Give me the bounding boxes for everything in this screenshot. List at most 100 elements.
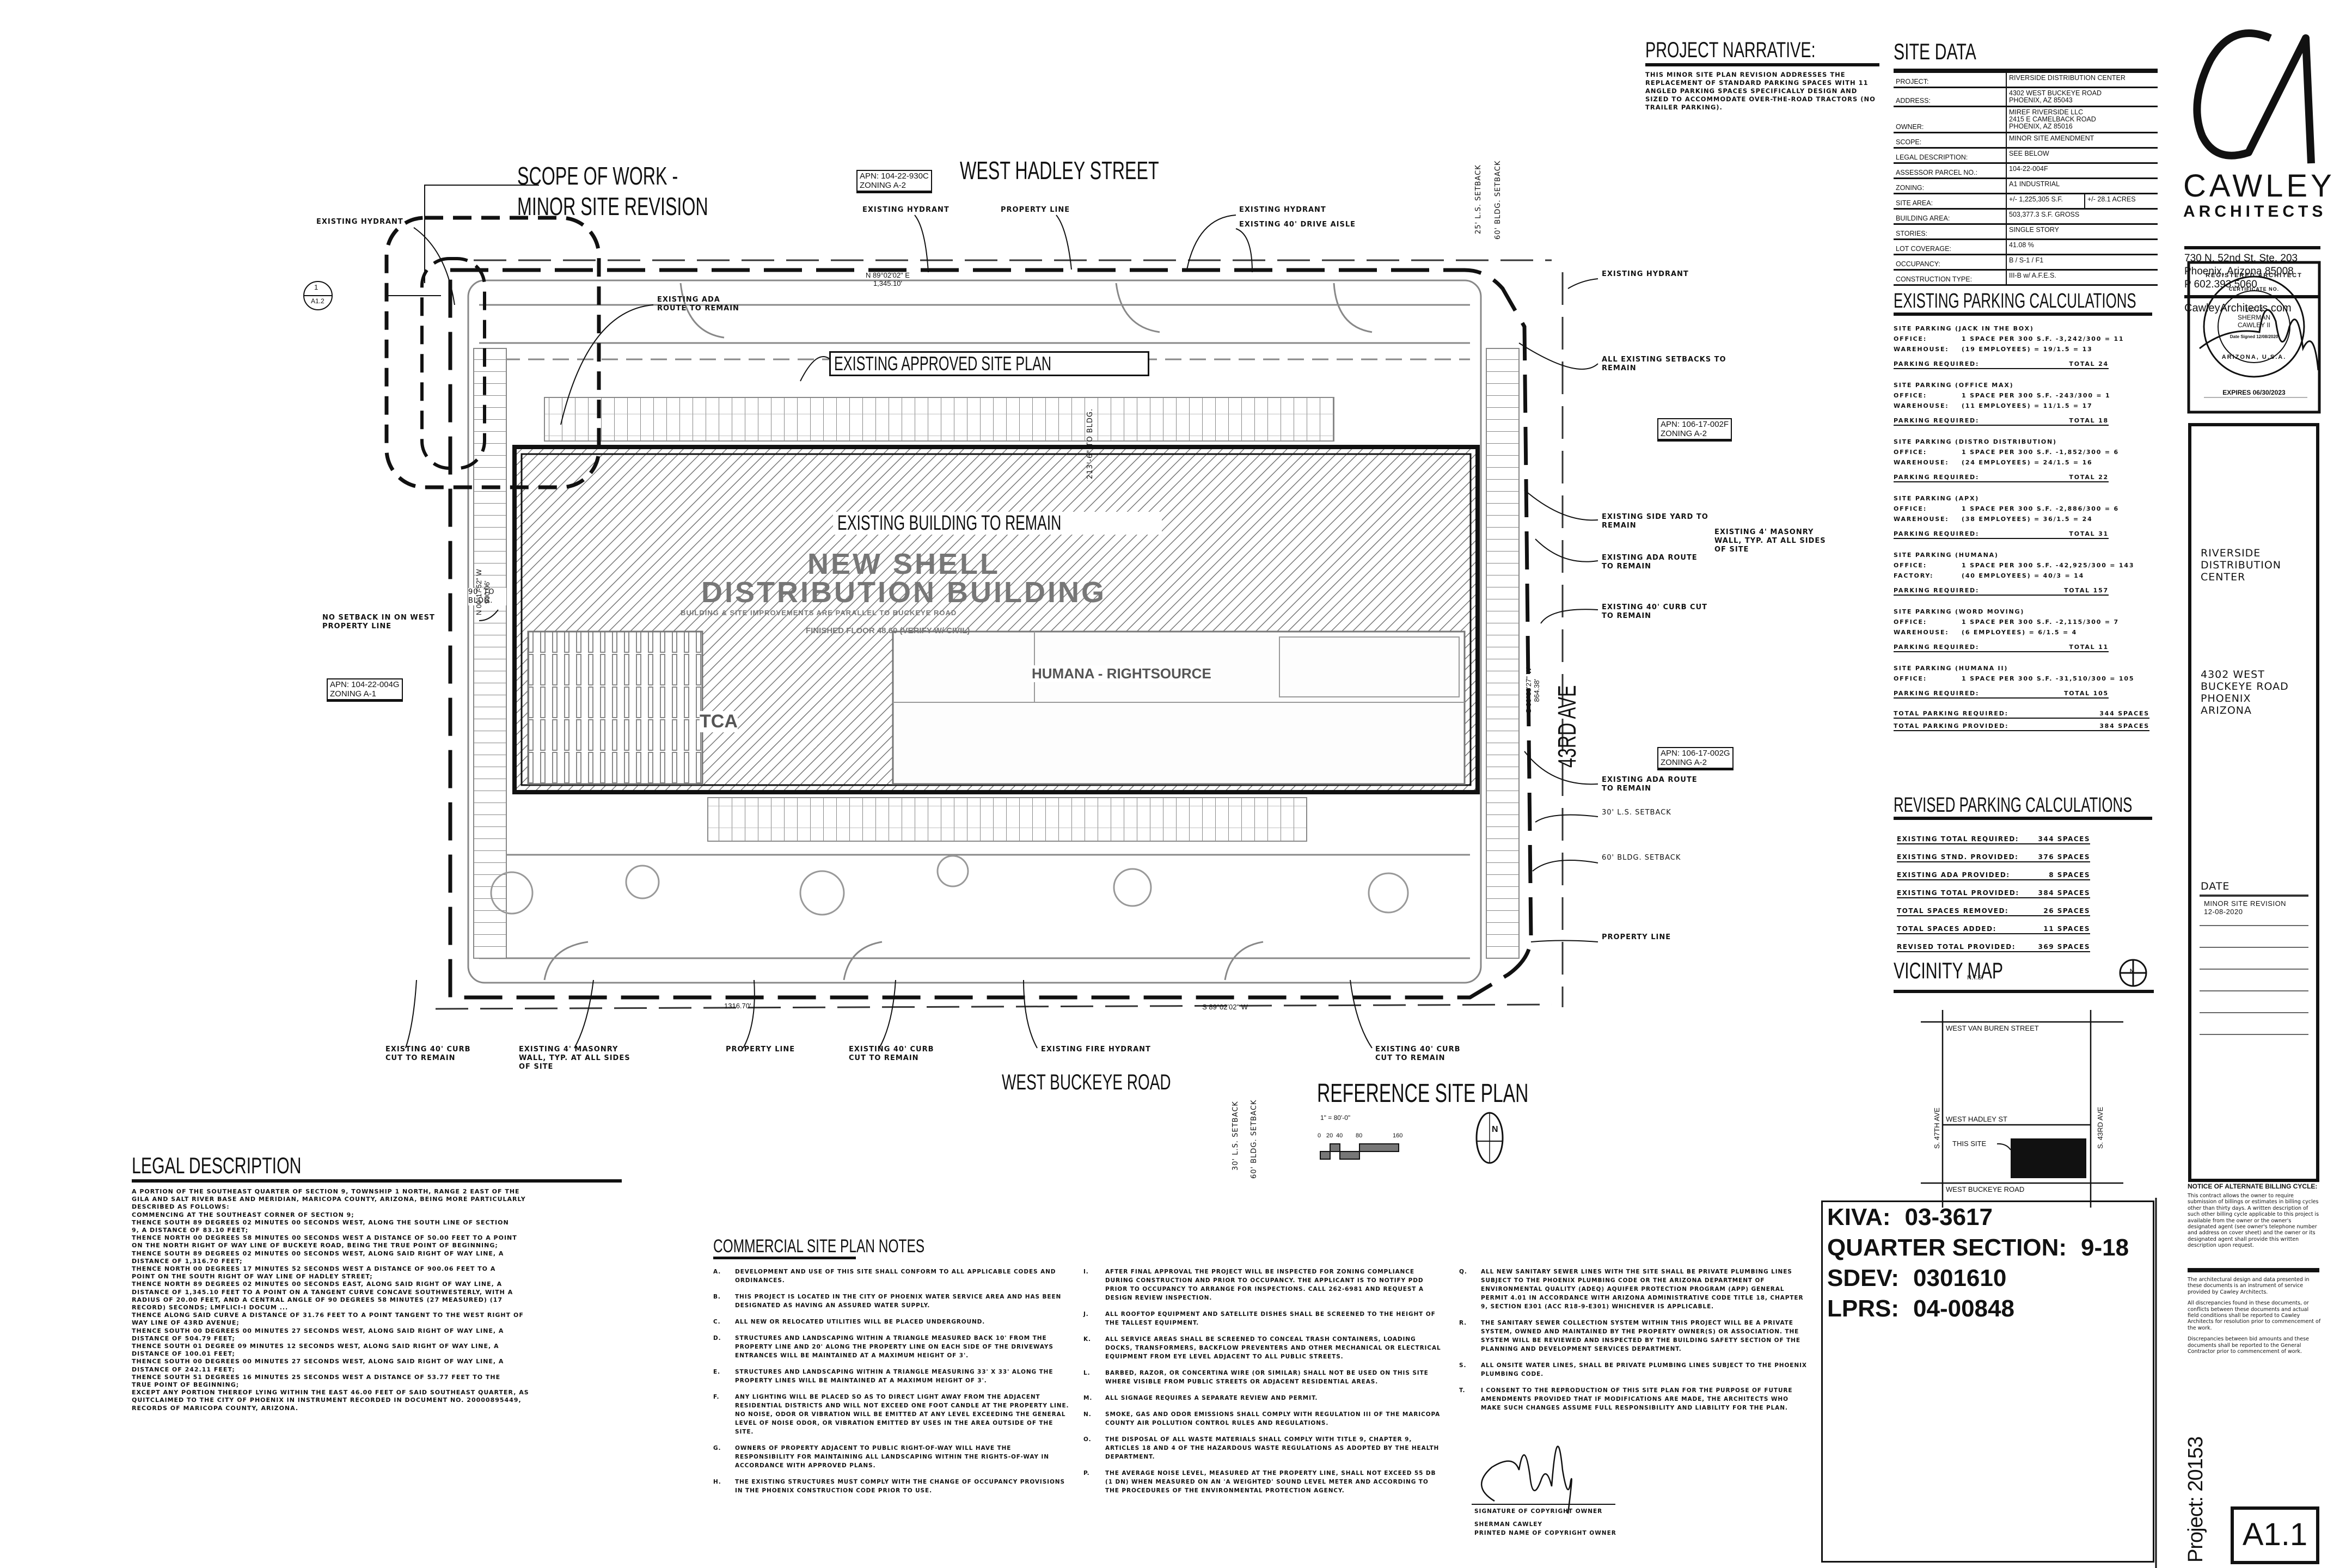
site-note: k.ALL SERVICE AREAS SHALL BE SCREENED TO…: [1083, 1335, 1443, 1361]
revised-parking-label: EXISTING TOTAL REQUIRED:: [1897, 835, 2019, 843]
vicinity-map-streets: [1921, 1010, 2123, 1208]
date-label: DATE: [2201, 880, 2230, 892]
site-data-row: ZONING:A1 INDUSTRIAL: [1894, 179, 2158, 194]
kiva-line: QUARTER SECTION:9-18: [1823, 1233, 2153, 1263]
seal-outer-text: REGISTERED ARCHITECT: [2206, 272, 2302, 279]
north-parking-stalls: [544, 397, 1334, 442]
site-note: d.STRUCTURES AND LANDSCAPING WITHIN A TR…: [713, 1334, 1073, 1360]
east-parking-stalls: [1486, 348, 1520, 959]
site-note-letter: m.: [1083, 1395, 1093, 1401]
kiva-value: 04-00848: [1913, 1295, 2014, 1322]
kiva-value: 9-18: [2081, 1234, 2129, 1261]
parking-line-label: FACTORY:: [1894, 572, 1934, 579]
callout-ls-setback: 30' L.S. SETBACK: [1232, 1101, 1240, 1171]
legal-line: DISTANCE OF 242.11 FEET;: [132, 1365, 235, 1373]
existing-parking-section: EXISTING PARKING CALCULATIONS SITE PARKI…: [1894, 291, 2152, 731]
site-data-label: OWNER:: [1894, 107, 2007, 132]
existing-approved-site-plan-label: EXISTING APPROVED SITE PLAN: [829, 351, 1150, 376]
firm-website[interactable]: CawleyArchitects.com: [2184, 302, 2292, 314]
site-data-label: STORIES:: [1894, 225, 2007, 238]
callout-fire-hydrant: EXISTING FIRE HYDRANT: [1041, 1045, 1151, 1054]
site-data-value-line: 2415 E CAMELBACK ROAD: [2009, 115, 2096, 123]
parking-line-label: OFFICE:: [1894, 392, 1927, 399]
divider: [1645, 63, 1879, 66]
site-data-value: RIVERSIDE DISTRIBUTION CENTER: [2007, 73, 2158, 87]
parking-line: OFFICE:1 SPACE PER 300 S.F. -2,115/300 =…: [1894, 617, 2152, 627]
parking-line: OFFICE:1 SPACE PER 300 S.F. -31,510/300 …: [1894, 673, 2152, 684]
site-note-text: ANY LIGHTING WILL BE PLACED SO AS TO DIR…: [735, 1394, 1069, 1435]
site-note-letter: r.: [1459, 1320, 1467, 1326]
parking-line-calc: (38 EMPLOYEES) = 36/1.5 = 24: [1962, 516, 2093, 523]
parking-line: WAREHOUSE: (11 EMPLOYEES) = 11/1.5 = 17: [1894, 401, 2152, 411]
parking-required-row: PARKING REQUIRED:TOTAL 105: [1894, 689, 2109, 699]
tenant-humana-label: HUMANA - RIGHTSOURCE: [1032, 665, 1211, 682]
parking-line-label: WAREHOUSE:: [1894, 402, 1949, 409]
signer-caption: PRINTED NAME OF COPYRIGHT OWNER: [1474, 1530, 1616, 1536]
parking-section-title: SITE PARKING (WORD MOVING): [1894, 608, 2025, 615]
site-data-value-line: 4302 WEST BUCKEYE ROAD: [2009, 89, 2102, 97]
site-note-letter: n.: [1083, 1411, 1092, 1418]
revised-parking-value: 344 SPACES: [2038, 835, 2090, 843]
parking-section: SITE PARKING (HUMANA II)OFFICE:1 SPACE P…: [1894, 663, 2152, 699]
callout-curb-cut: EXISTING 40' CURB CUT TO REMAIN: [1375, 1045, 1461, 1062]
cawley-logo-icon: [2193, 29, 2315, 164]
seal-holder: 14774 SHERMAN CAWLEY II: [2237, 306, 2271, 329]
graphic-scale-bar: [1320, 1143, 1399, 1160]
kiva-label: LPRS:: [1827, 1295, 1899, 1322]
revised-parking-value: 8 SPACES: [2049, 871, 2090, 879]
parking-line-calc: (6 EMPLOYEES) = 6/1.5 = 4: [1962, 629, 2078, 636]
parking-section-title: SITE PARKING (APX): [1894, 495, 1980, 502]
parking-required-label: PARKING REQUIRED:: [1894, 474, 1980, 481]
vicinity-street-south: WEST BUCKEYE ROAD: [1946, 1185, 2025, 1193]
legal-line: RECORD) SECONDS; LMFLICI-I DOCUM ...: [132, 1304, 289, 1312]
legal-line: THENCE NORTH 89 DEGREES 02 MINUTES 00 SE…: [132, 1281, 503, 1288]
site-note-text: ALL NEW OR RELOCATED UTILITIES WILL BE P…: [735, 1319, 985, 1325]
revised-parking-section: REVISED PARKING CALCULATIONS EXISTING TO…: [1894, 795, 2152, 961]
site-data-value: +/- 1,225,305 S.F.: [2007, 194, 2085, 208]
parking-required-label: PARKING REQUIRED:: [1894, 644, 1980, 651]
bearing-south: S 89°02'02" W: [1202, 1003, 1248, 1011]
parking-section: SITE PARKING (HUMANA)OFFICE:1 SPACE PER …: [1894, 550, 2152, 596]
site-note-text: ALL ROOFTOP EQUIPMENT AND SATELLITE DISH…: [1105, 1311, 1436, 1326]
leader-lines: [387, 185, 1598, 1049]
legal-line: THENCE SOUTH 01 DEGREE 09 MINUTES 12 SEC…: [132, 1343, 499, 1350]
vicinity-north-label: N: [2130, 968, 2134, 973]
parking-section-title: SITE PARKING (OFFICE MAX): [1894, 382, 2014, 389]
site-data-label: BUILDING AREA:: [1894, 210, 2007, 223]
signature-block: SIGNATURE OF COPYRIGHT OWNER SHERMAN CAW…: [1474, 1507, 1616, 1538]
legal-line: RADIUS OF 20.00 FEET, AND A CENTRAL ANGL…: [132, 1296, 503, 1303]
site-note: j.ALL ROOFTOP EQUIPMENT AND SATELLITE DI…: [1083, 1310, 1443, 1327]
site-data-label: ZONING:: [1894, 179, 2007, 193]
callout-bldg-setback: 60' BLDG. SETBACK: [1602, 854, 1681, 862]
site-data-label: ADDRESS:: [1894, 88, 2007, 106]
callout-bldg-setback: 60' BLDG. SETBACK: [1494, 160, 1502, 240]
callout-hydrant: EXISTING HYDRANT: [862, 206, 950, 214]
site-data-value-line: III-B w/ A.F.E.S.: [2009, 272, 2056, 279]
site-note-text: BARBED, RAZOR, OR CONCERTINA WIRE (OR SI…: [1105, 1370, 1429, 1385]
vicinity-street-west: S. 47TH AVE: [1933, 1107, 1941, 1149]
firm-contact: 730 N. 52nd St. Ste. 203 Phoenix, Arizon…: [2184, 252, 2298, 291]
legal-line: DISTANCE OF 1,316.70 FEET;: [132, 1257, 243, 1265]
kiva-value: 0301610: [1913, 1265, 2007, 1291]
parking-line-label: OFFICE:: [1894, 675, 1927, 682]
parking-line-calc: (11 EMPLOYEES) = 11/1.5 = 17: [1962, 402, 2093, 409]
street-name-south: WEST BUCKEYE ROAD: [1002, 1070, 1171, 1094]
site-note: o.THE DISPOSAL OF ALL WASTE MATERIALS SH…: [1083, 1435, 1443, 1461]
parking-required-label: PARKING REQUIRED:: [1894, 417, 1980, 424]
parking-line: WAREHOUSE:(24 EMPLOYEES) = 24/1.5 = 16: [1894, 457, 2152, 468]
parking-required-total: TOTAL 31: [2069, 530, 2109, 537]
scale-tick: 80: [1356, 1132, 1363, 1139]
site-note-letter: b.: [713, 1294, 721, 1300]
site-data-row: STORIES:SINGLE STORY: [1894, 225, 2158, 240]
site-note: e.STRUCTURES AND LANDSCAPING WITHIN A TR…: [713, 1368, 1073, 1385]
site-data-value-line: +/- 28.1 ACRES: [2087, 195, 2136, 203]
revised-parking-title: REVISED PARKING CALCULATIONS: [1894, 794, 2133, 817]
vicinity-north-arrow-icon: [2119, 959, 2147, 987]
building-name: NEW SHELL DISTRIBUTION BUILDING: [701, 548, 1106, 609]
